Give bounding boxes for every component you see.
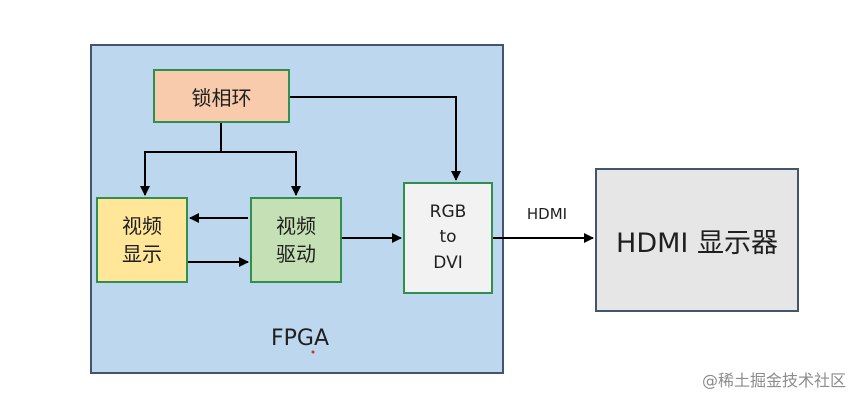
hdmi-monitor-label: HDMI 显示器 bbox=[616, 227, 778, 259]
arrow-pll-to-video-driver bbox=[221, 151, 301, 196]
red-dot-mark bbox=[311, 350, 315, 354]
watermark: @稀土掘金技术社区 bbox=[701, 371, 846, 390]
pll-label: 锁相环 bbox=[191, 85, 252, 110]
hdmi-monitor-block: HDMI 显示器 bbox=[595, 168, 799, 312]
pll-block: 锁相环 bbox=[153, 69, 290, 123]
rgb-to-dvi-block: RGB to DVI bbox=[403, 182, 493, 294]
arrow-pll-to-video-display bbox=[140, 151, 221, 196]
rgb-to-dvi-label-line3: DVI bbox=[433, 252, 463, 273]
hdmi-link-label: HDMI bbox=[526, 205, 568, 223]
fpga-label: FPGA bbox=[270, 326, 330, 351]
rgb-to-dvi-label-line1: RGB bbox=[429, 201, 467, 222]
video-driver-block: 视频 驱动 bbox=[250, 197, 342, 283]
video-driver-label-line2: 驱动 bbox=[276, 242, 316, 266]
arrow-pll-to-rgb-to-dvi bbox=[290, 96, 461, 181]
rgb-to-dvi-label-line2: to bbox=[439, 227, 457, 248]
video-display-label-line2: 显示 bbox=[122, 242, 162, 266]
video-display-block: 视频 显示 bbox=[96, 197, 188, 283]
video-driver-label-line1: 视频 bbox=[276, 214, 316, 238]
video-display-label-line1: 视频 bbox=[122, 214, 162, 238]
